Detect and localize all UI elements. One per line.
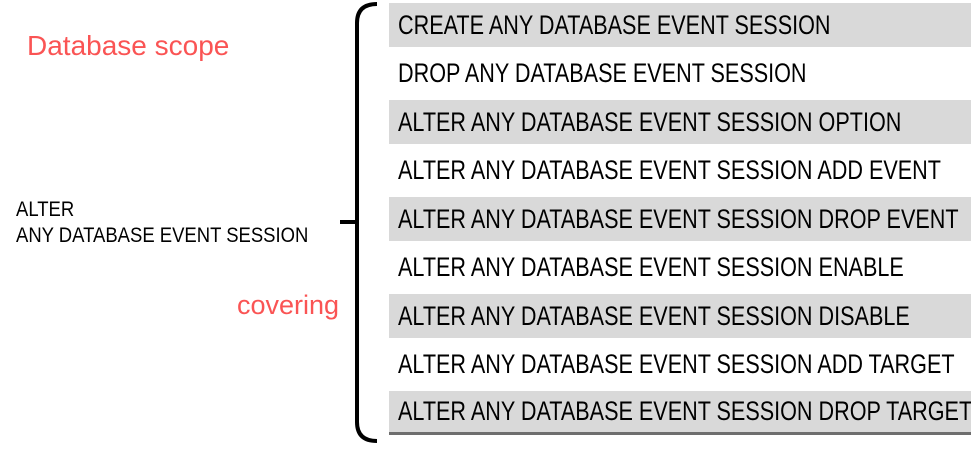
database-scope-label: Database scope (27, 30, 230, 61)
permission-row: ALTER ANY DATABASE EVENT SESSION DROP TA… (389, 391, 971, 435)
permission-row: ALTER ANY DATABASE EVENT SESSION ADD TAR… (389, 343, 971, 387)
permission-label: DROP ANY DATABASE EVENT SESSION (398, 58, 807, 88)
permission-label: ALTER ANY DATABASE EVENT SESSION ADD TAR… (398, 349, 955, 379)
covering-label: covering (237, 290, 340, 320)
permission-label: ALTER ANY DATABASE EVENT SESSION DROP TA… (398, 396, 971, 426)
permission-row: ALTER ANY DATABASE EVENT SESSION DISABLE (389, 294, 971, 338)
permission-label: CREATE ANY DATABASE EVENT SESSION (398, 9, 831, 40)
permission-row: ALTER ANY DATABASE EVENT SESSION ENABLE (389, 246, 971, 290)
permission-row: ALTER ANY DATABASE EVENT SESSION OPTION (389, 100, 971, 144)
permission-list: CREATE ANY DATABASE EVENT SESSION DROP A… (389, 3, 971, 435)
permission-row: ALTER ANY DATABASE EVENT SESSION ADD EVE… (389, 149, 971, 193)
permission-row: CREATE ANY DATABASE EVENT SESSION (389, 3, 971, 47)
permission-label: ALTER ANY DATABASE EVENT SESSION ENABLE (398, 252, 904, 282)
permission-row: ALTER ANY DATABASE EVENT SESSION DROP EV… (389, 197, 971, 241)
permission-label: ALTER ANY DATABASE EVENT SESSION OPTION (398, 106, 902, 137)
privilege-name-label: ALTER ANY DATABASE EVENT SESSION (16, 197, 348, 249)
permission-label: ALTER ANY DATABASE EVENT SESSION DROP EV… (398, 203, 959, 234)
privilege-name-line2: ANY DATABASE EVENT SESSION (16, 224, 309, 247)
permission-row: DROP ANY DATABASE EVENT SESSION (389, 52, 971, 96)
permission-label: ALTER ANY DATABASE EVENT SESSION DISABLE (398, 300, 910, 331)
permission-label: ALTER ANY DATABASE EVENT SESSION ADD EVE… (398, 155, 941, 185)
privilege-name-line1: ALTER (16, 198, 75, 221)
